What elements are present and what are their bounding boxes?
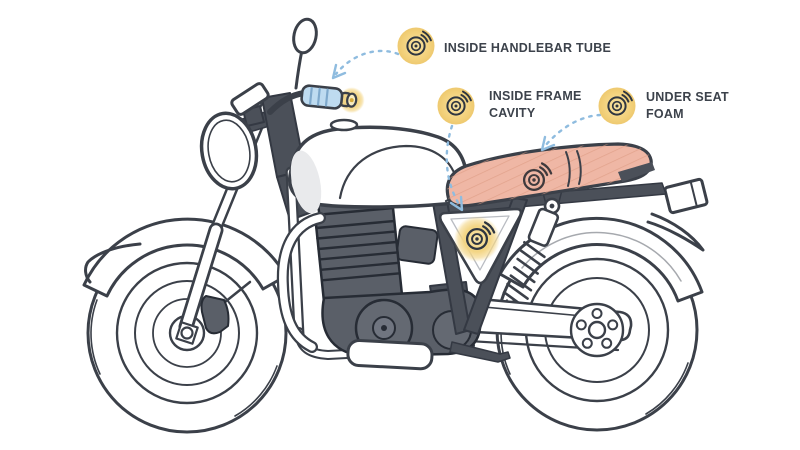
seat: [445, 142, 655, 208]
dashed-arrow-frame: [445, 124, 462, 208]
tracker-badge-seat: [598, 87, 636, 125]
exhaust: [276, 212, 434, 371]
label-text: INSIDE FRAME: [489, 89, 582, 103]
rear-hub: [569, 302, 625, 358]
brake-caliper: [200, 295, 230, 335]
label-text: FOAM: [646, 107, 684, 121]
fuel-tank: [287, 118, 469, 214]
tracker-in-frame-cavity: [454, 216, 500, 262]
rear-shock: [500, 189, 563, 323]
dashed-arrow-handlebar: [334, 49, 400, 76]
annotation-arrows: [331, 49, 602, 212]
mirror-stem: [294, 48, 304, 90]
label-text: INSIDE HANDLEBAR TUBE: [444, 41, 612, 55]
label-text: CAVITY: [489, 106, 536, 120]
rear-mudflap: [646, 212, 705, 252]
gas-cap: [329, 118, 359, 132]
handlebar: [230, 17, 365, 116]
label-under-seat-foam: UNDER SEAT FOAM: [646, 89, 729, 123]
mirror: [292, 17, 318, 55]
headlight: [199, 111, 259, 191]
tracker-badge-handlebar: [397, 27, 435, 65]
tracker-badge-frame: [437, 87, 475, 125]
muffler: [346, 338, 434, 371]
seat-trim: [618, 162, 655, 182]
carburetor: [395, 225, 439, 265]
label-inside-frame-cavity: INSIDE FRAME CAVITY: [489, 88, 582, 122]
tracker-badges: [397, 27, 636, 125]
gauge: [230, 82, 270, 116]
handlebar-grip: [300, 84, 365, 114]
taillight: [663, 177, 709, 215]
kickstand: [449, 341, 511, 363]
front-fender: [82, 217, 288, 312]
label-text: UNDER SEAT: [646, 90, 729, 104]
front-axle: [175, 321, 199, 345]
label-inside-handlebar-tube: INSIDE HANDLEBAR TUBE: [444, 40, 611, 57]
